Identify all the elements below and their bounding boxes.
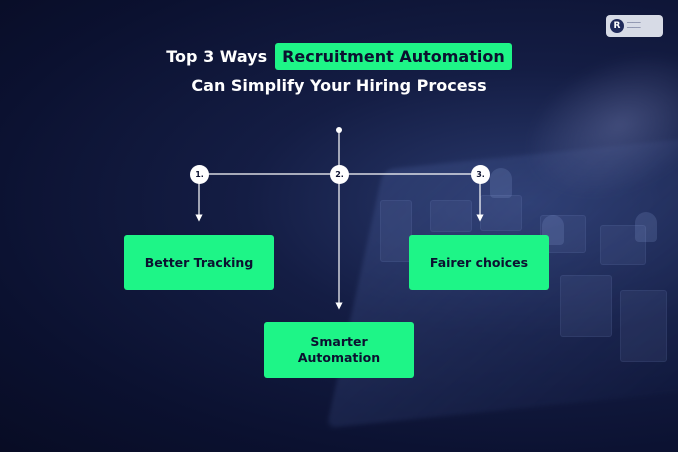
background-screen-tile bbox=[540, 215, 586, 253]
r-logo-icon: R bbox=[610, 19, 624, 33]
box-smarter-automation: Smarter Automation bbox=[264, 322, 414, 378]
background-screen-tile bbox=[560, 275, 612, 337]
background-screen-tile bbox=[430, 200, 472, 232]
title-prefix: Top 3 Ways bbox=[166, 46, 268, 66]
background-screen-tile bbox=[620, 290, 667, 362]
box-fairer-choices: Fairer choices bbox=[409, 235, 549, 290]
box-better-tracking: Better Tracking bbox=[124, 235, 274, 290]
background-screen-tile bbox=[600, 225, 646, 265]
background-screen-tile bbox=[380, 200, 412, 262]
step-node-1: 1. bbox=[190, 165, 209, 184]
logo-wordmark: ────────── bbox=[627, 21, 641, 31]
title-line-2: Can Simplify Your Hiring Process bbox=[191, 76, 487, 95]
step-node-3: 3. bbox=[471, 165, 490, 184]
title-line-1: Top 3 Ways Recruitment Automation bbox=[0, 40, 678, 72]
brand-logo: R ────────── bbox=[606, 15, 663, 37]
title-highlight: Recruitment Automation bbox=[275, 42, 512, 70]
background-person-figure bbox=[490, 168, 512, 198]
page-title: Top 3 Ways Recruitment Automation Can Si… bbox=[0, 40, 678, 95]
step-node-2: 2. bbox=[330, 165, 349, 184]
background-person-figure bbox=[635, 212, 657, 242]
